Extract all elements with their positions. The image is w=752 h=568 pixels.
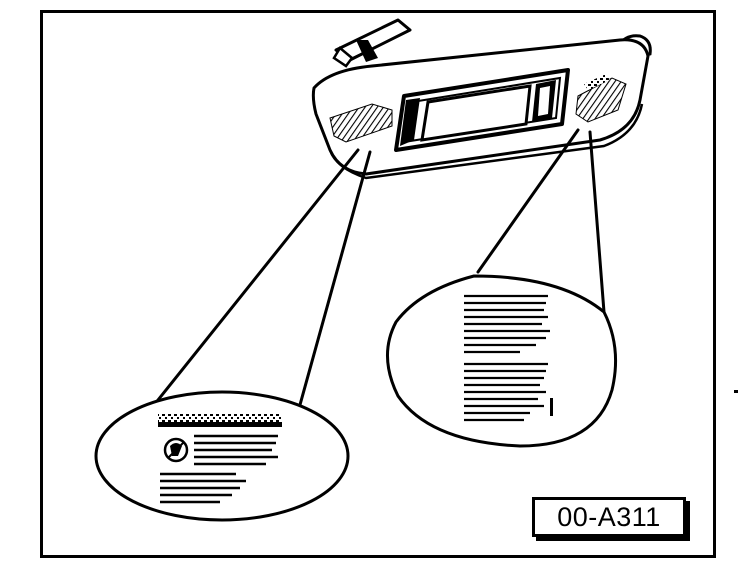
figure-reference-code: 00-A311 bbox=[532, 497, 686, 537]
callout-lines bbox=[148, 128, 606, 414]
right-label-callout bbox=[386, 274, 618, 448]
vanity-mirror bbox=[394, 68, 570, 152]
left-label-callout bbox=[94, 390, 350, 522]
visor-mounting-bracket bbox=[332, 18, 412, 68]
scan-speck bbox=[734, 390, 738, 393]
